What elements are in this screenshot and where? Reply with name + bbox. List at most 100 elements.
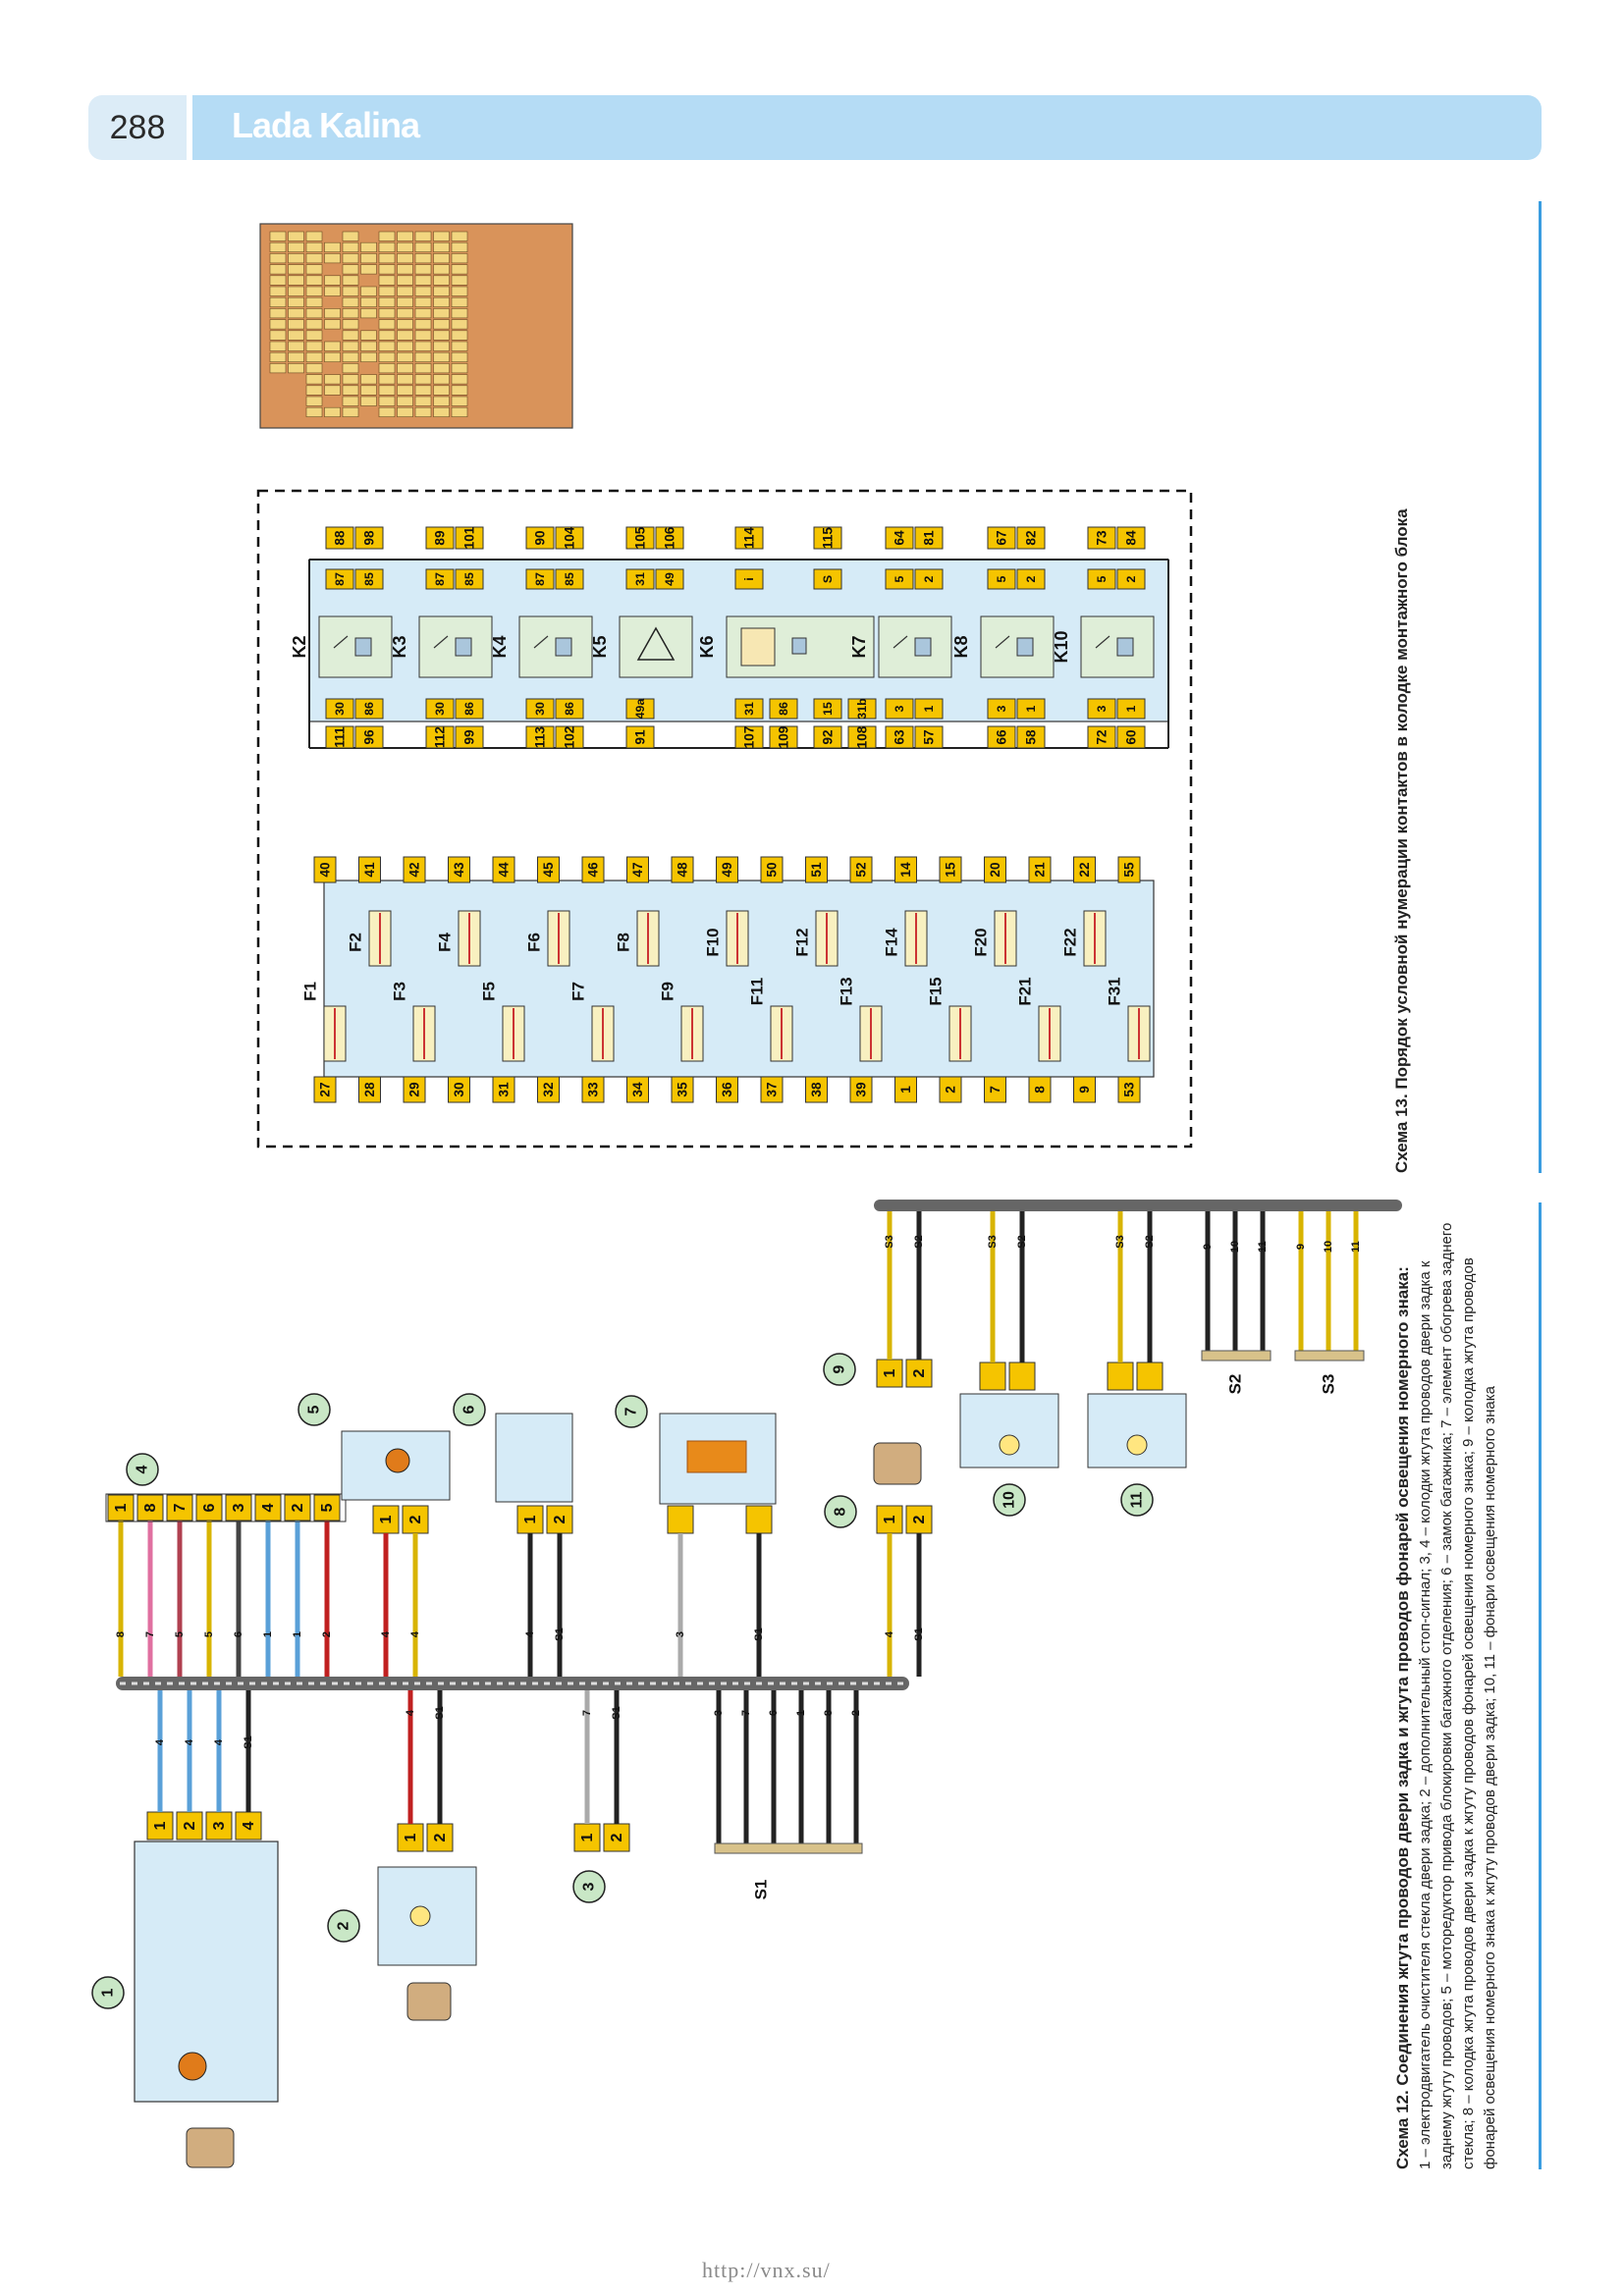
terminal-cell	[288, 363, 304, 374]
terminal-cell	[288, 286, 304, 296]
relay-top-pin-82	[1016, 526, 1046, 550]
terminal-cell	[324, 275, 341, 286]
fuse-top-pin-51	[805, 856, 828, 883]
connector6-wire-label: S1	[554, 1628, 566, 1640]
fuse-top-pin-15-label: 15	[944, 862, 958, 878]
terminal-cell	[305, 385, 323, 396]
fuse-bottom-pin-37	[760, 1076, 784, 1103]
terminal-cell	[305, 241, 323, 252]
fuse-bottom-pin-36-label: 36	[720, 1082, 734, 1097]
terminal-cell	[305, 341, 323, 351]
terminal-cell	[378, 308, 396, 319]
terminal-cell	[397, 374, 413, 385]
relay-coil	[914, 637, 932, 657]
lamp-icon	[409, 1905, 431, 1927]
terminal-cell	[397, 286, 413, 296]
connector1-pin-2-label: 2	[181, 1821, 198, 1830]
relay-bottom-pin-108-label: 108	[855, 725, 870, 748]
motor-icon	[178, 2052, 207, 2081]
fuse-top-pin-51-label: 51	[809, 862, 824, 878]
fuse-top-pin-45	[537, 856, 560, 883]
fuse-bottom-pin-28-label: 28	[362, 1082, 377, 1097]
relay-bottom-contact-label: 3	[995, 705, 1008, 712]
terminal-cell	[451, 351, 468, 363]
relay-top-pin-105	[625, 526, 655, 550]
relay-bottom-contact	[769, 698, 798, 720]
terminal-cell	[360, 308, 377, 319]
fuse-bottom-pin-9	[1073, 1076, 1096, 1103]
terminal-cell	[451, 296, 468, 308]
s1-wire-label: 7	[740, 1710, 752, 1716]
fuse-top-pin-41	[358, 856, 381, 883]
s1-wire-label: 3	[713, 1710, 725, 1716]
connector6-wire-label: 4	[524, 1630, 536, 1637]
terminal-cell	[305, 275, 323, 286]
relay-bottom-pin-99-label: 99	[462, 729, 477, 745]
relay-contact	[1095, 635, 1110, 649]
connector6-pin-2	[546, 1505, 573, 1534]
relay-bottom-pin-113-label: 113	[533, 726, 548, 748]
terminal-cell	[414, 363, 432, 374]
terminal-cell	[433, 330, 450, 341]
terminal-cell	[342, 308, 359, 319]
relay-bottom-contact-label: 30	[333, 702, 347, 716]
terminal-cell	[378, 296, 396, 308]
relay-top-pin-88-label: 88	[333, 530, 348, 546]
terminal-cell	[433, 231, 450, 241]
relay-bottom-pin-107-label: 107	[742, 726, 757, 749]
relay-top-contact	[425, 568, 455, 590]
terminal-cell	[288, 264, 304, 275]
splice-s3-label: S3	[1320, 1374, 1338, 1395]
fuse-top-pin-45-label: 45	[541, 862, 556, 878]
terminal-cell	[414, 385, 432, 396]
relay-bottom-contact	[354, 698, 384, 720]
relay-bottom-contact	[1016, 698, 1046, 720]
fuse-top-pin-20	[984, 856, 1006, 883]
connector2-plug-icon	[406, 1982, 452, 2021]
relay-top-pin-106-label: 106	[663, 526, 677, 549]
connector4-pin-5	[313, 1494, 341, 1522]
terminal-cell	[324, 385, 341, 396]
relay-bottom-pin-60-label: 60	[1124, 729, 1139, 745]
fuse-label-F31: F31	[1106, 977, 1124, 1005]
fuse-bottom-pin-1-label: 1	[898, 1086, 913, 1094]
relay-top-pin-98	[354, 526, 384, 550]
terminal-cell	[360, 296, 377, 308]
connector8-pin-2	[905, 1505, 933, 1534]
terminal-cell	[360, 341, 377, 351]
fuse-top-pin-46-label: 46	[586, 862, 601, 878]
terminal-cell	[433, 286, 450, 296]
terminal-cell	[433, 296, 450, 308]
terminal-cell	[378, 286, 396, 296]
relay-bottom-pin-91-label: 91	[633, 729, 648, 745]
terminal-cell	[433, 385, 450, 396]
fuse-label-F2: F2	[347, 933, 365, 952]
terminal-cell	[269, 253, 287, 264]
connector2-pin-1-label: 1	[402, 1833, 419, 1842]
fuse-bottom-pin-2	[939, 1076, 962, 1103]
relay-top-pin-73-label: 73	[1095, 530, 1110, 546]
fuse-bottom-pin-32	[537, 1076, 560, 1103]
connector4-pin-3	[225, 1494, 252, 1522]
relay-bottom-contact	[525, 698, 555, 720]
terminal-cell	[397, 231, 413, 241]
relay-bottom-contact	[625, 698, 655, 720]
relay-bottom-pin-102-label: 102	[563, 725, 577, 748]
terminal-cell	[269, 351, 287, 363]
relay-top-pin-101	[455, 526, 484, 550]
terminal-cell	[397, 341, 413, 351]
connector4-pin-2-label: 2	[289, 1503, 306, 1512]
relay-top-pin-81	[914, 526, 944, 550]
connector3-pin-2	[603, 1823, 630, 1852]
terminal-cell	[451, 253, 468, 264]
terminal-cell	[451, 374, 468, 385]
callout-4	[126, 1453, 159, 1486]
connector6-pin-1-label: 1	[521, 1515, 539, 1523]
terminal-cell	[397, 396, 413, 406]
relay-top-contact	[455, 568, 484, 590]
fuse-top-pin-52	[849, 856, 873, 883]
s1-wire-label: 1	[795, 1710, 807, 1716]
connector2-wire-label: 4	[405, 1709, 416, 1716]
fuse-bottom-pin-38-label: 38	[809, 1082, 824, 1097]
relay-top-pin-81-label: 81	[922, 530, 937, 546]
